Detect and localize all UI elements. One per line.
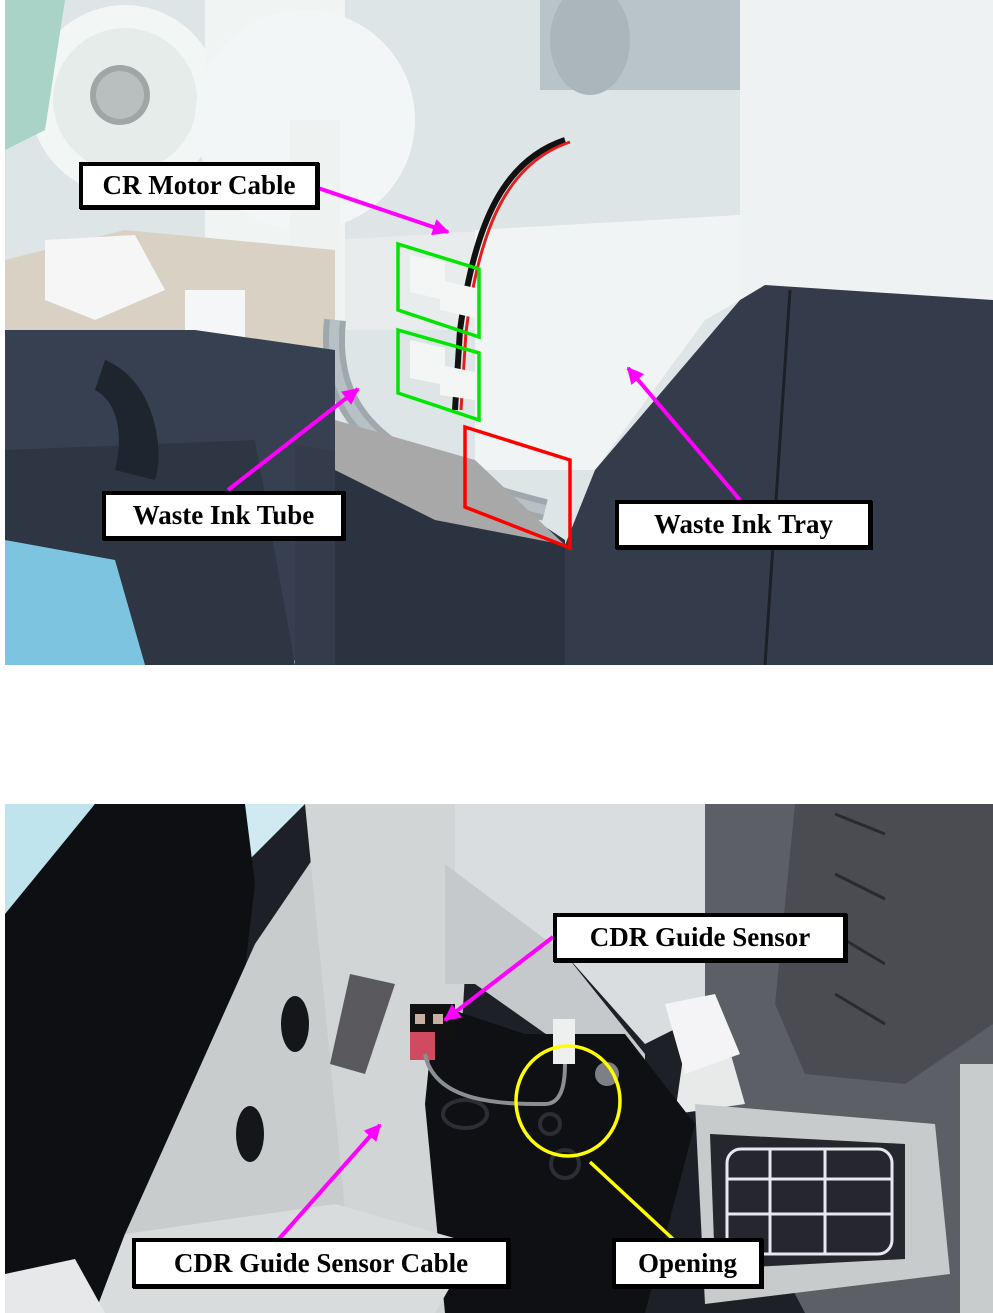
label-cdr-guide-sensor: CDR Guide Sensor bbox=[553, 913, 847, 962]
photo-cdr-guide-sensor-area bbox=[5, 804, 993, 1313]
photo-scene-top bbox=[5, 0, 993, 665]
label-cr-motor-cable: CR Motor Cable bbox=[79, 162, 319, 209]
photo-scene-bottom bbox=[5, 804, 993, 1313]
photo-waste-ink-tray-area bbox=[5, 0, 993, 665]
label-waste-ink-tray: Waste Ink Tray bbox=[615, 500, 872, 549]
label-cdr-guide-sensor-cable: CDR Guide Sensor Cable bbox=[132, 1238, 510, 1288]
label-opening: Opening bbox=[612, 1238, 763, 1288]
label-waste-ink-tube: Waste Ink Tube bbox=[102, 491, 345, 540]
